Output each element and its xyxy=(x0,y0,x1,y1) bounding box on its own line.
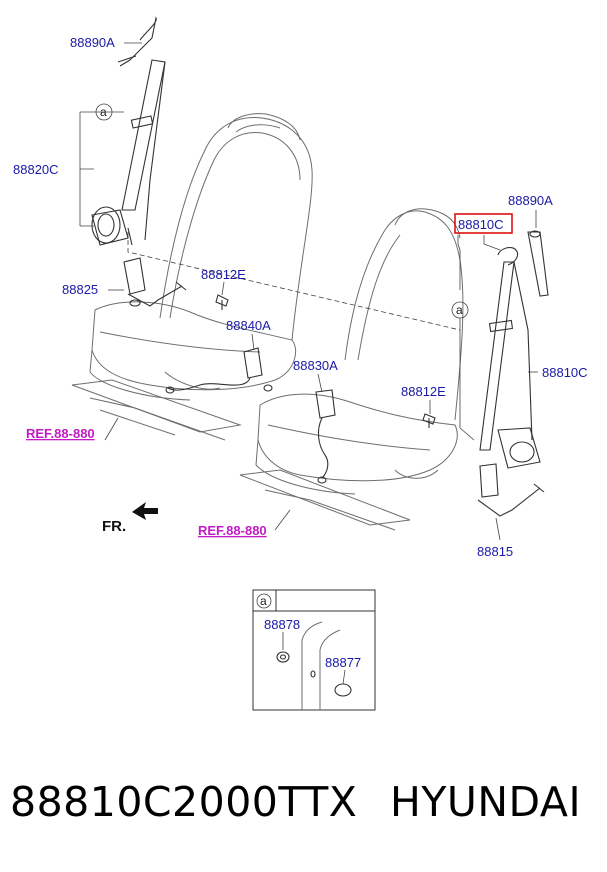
right-seat-buckle xyxy=(315,389,336,484)
highlight-box xyxy=(454,213,513,234)
left-seat-buckle xyxy=(165,347,273,394)
reference-link-left[interactable]: REF.88-880 xyxy=(26,426,95,441)
right-bolt xyxy=(422,413,436,428)
callout-88890a-left: 88890A xyxy=(70,35,115,50)
detail-marker-left: a xyxy=(100,105,107,119)
right-seat-belt xyxy=(479,230,549,469)
right-buckle-stalk xyxy=(477,463,545,517)
caption-part-number: 88810C2000TTX xyxy=(10,778,358,826)
callout-88830a: 88830A xyxy=(293,358,338,373)
callout-88812e-right: 88812E xyxy=(401,384,446,399)
right-seat-drawing xyxy=(239,208,464,531)
left-seat-drawing xyxy=(71,113,313,441)
front-direction-label: FR. xyxy=(102,518,126,535)
callout-88840a: 88840A xyxy=(226,318,271,333)
front-direction-arrow-icon xyxy=(132,502,158,520)
detail-marker-inset: a xyxy=(260,594,267,608)
callout-88812e-left: 88812E xyxy=(201,267,246,282)
caption-brand: HYUNDAI xyxy=(390,778,582,826)
callout-88810c-highlighted: 88810C xyxy=(458,217,504,232)
left-bolt xyxy=(215,294,229,310)
callout-88825: 88825 xyxy=(62,282,98,297)
callout-88877: 88877 xyxy=(325,655,361,670)
callout-88820c: 88820C xyxy=(13,162,59,177)
caption-bar: 88810C2000TTX HYUNDAI xyxy=(0,778,607,838)
reference-link-right[interactable]: REF.88-880 xyxy=(198,523,267,538)
detail-inset xyxy=(252,589,376,711)
callout-88878: 88878 xyxy=(264,617,300,632)
leader-lines xyxy=(79,42,538,541)
left-seat-belt xyxy=(91,16,166,246)
detail-marker-right: a xyxy=(456,303,463,317)
callout-88810c-right: 88810C xyxy=(542,365,588,380)
left-buckle-stalk xyxy=(123,257,187,307)
callout-88815: 88815 xyxy=(477,544,513,559)
callout-88890a-right: 88890A xyxy=(508,193,553,208)
